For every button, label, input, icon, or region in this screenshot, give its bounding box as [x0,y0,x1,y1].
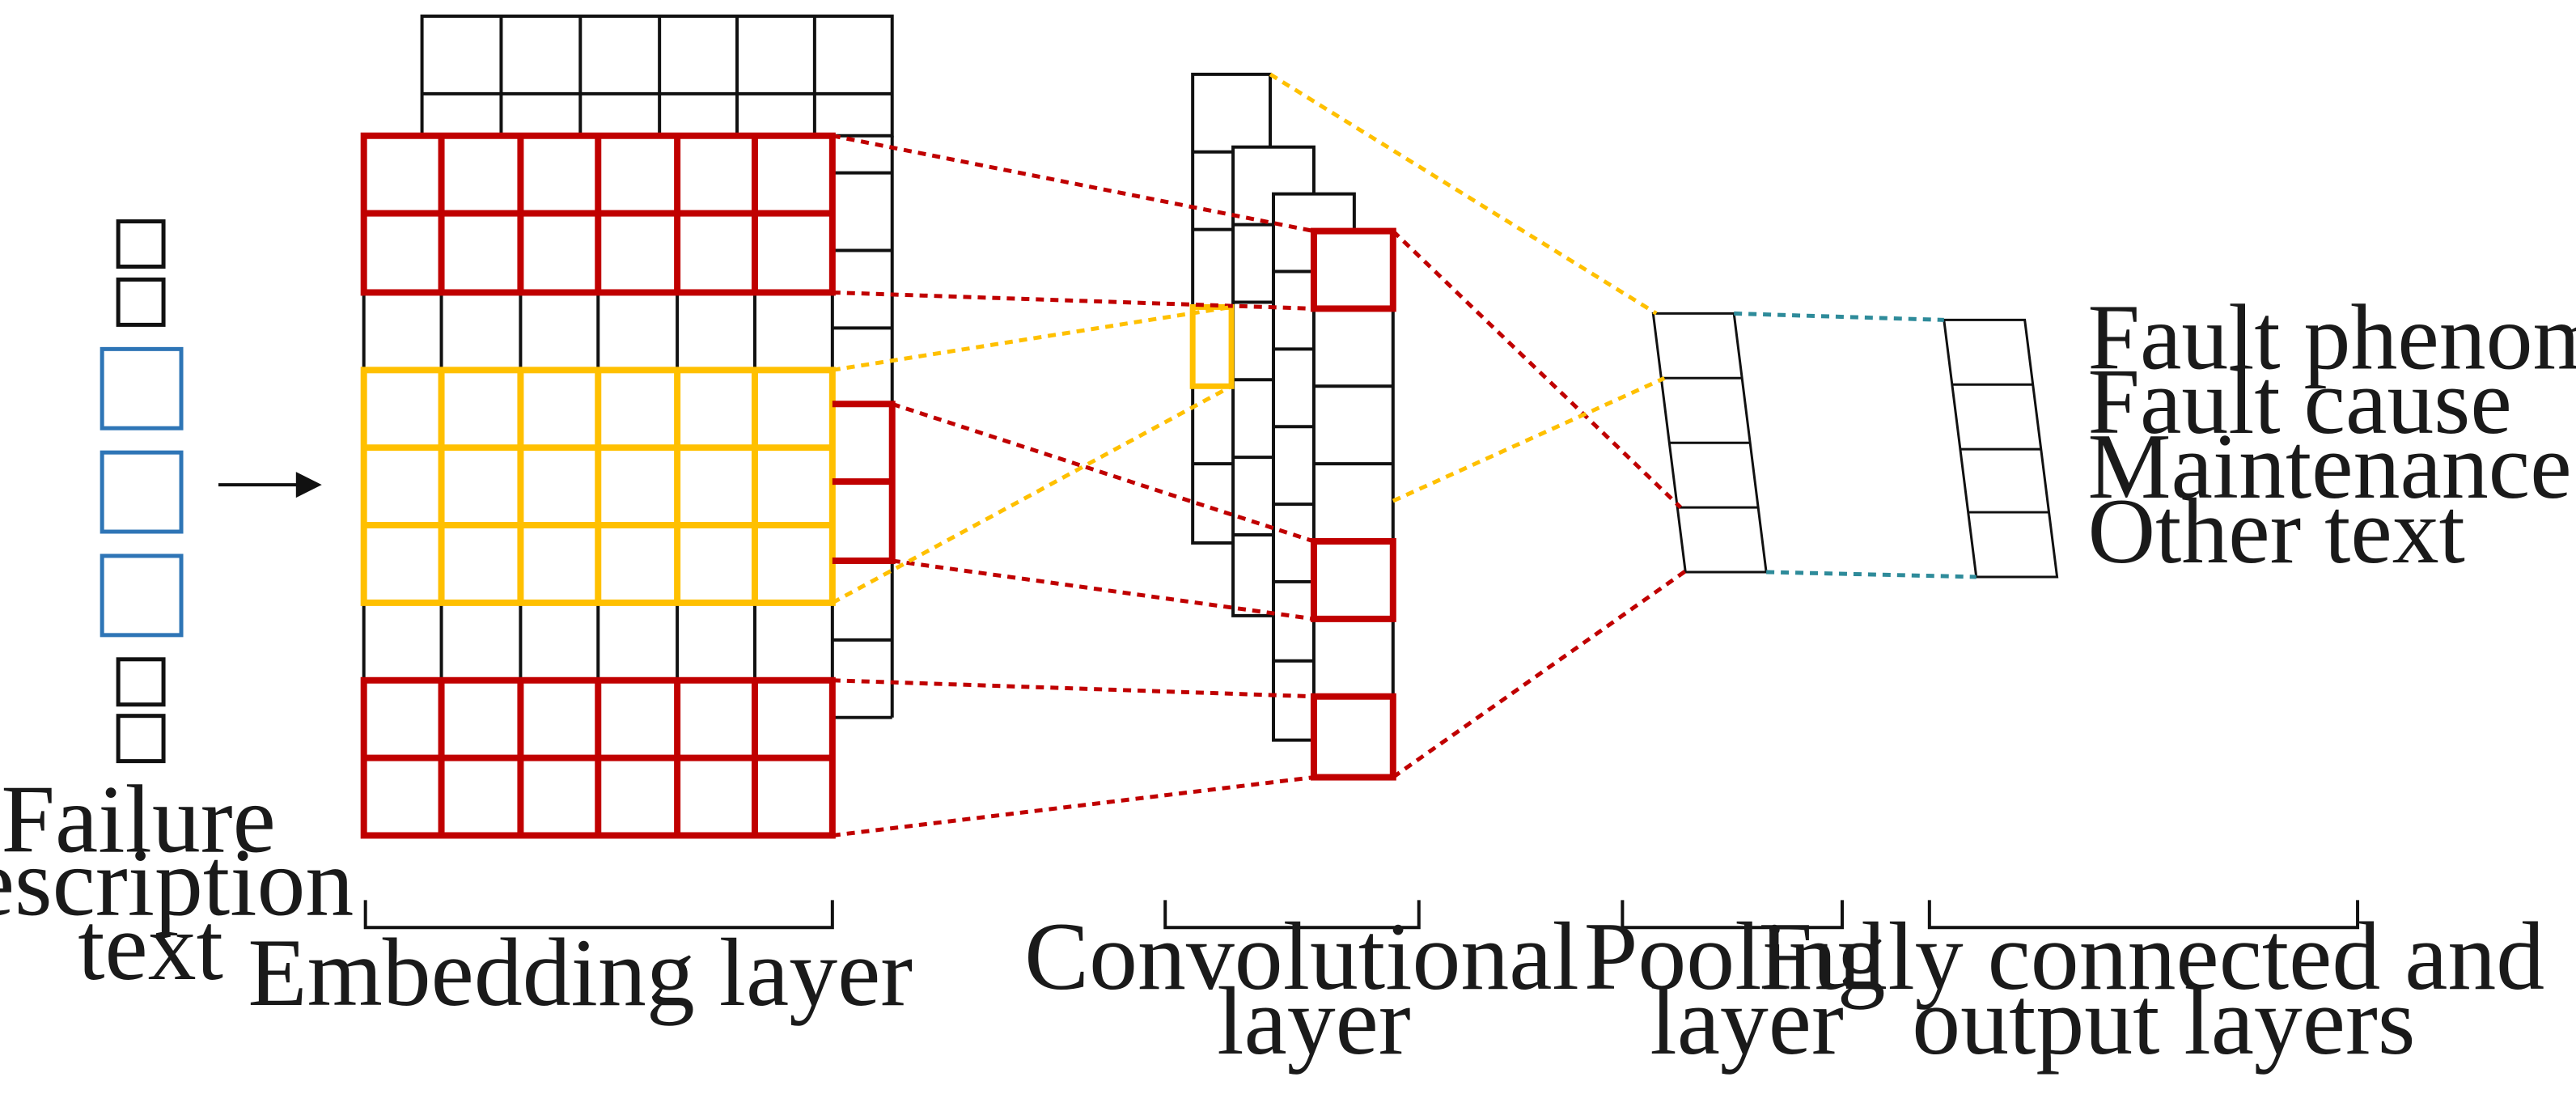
output-maintenance-method: Maintenance method [2088,415,2576,519]
output-other-text: Other text [2088,480,2465,583]
output-fault-cause: Fault cause [2088,350,2512,454]
conv-cell-red-bottom [1310,693,1396,781]
output-fault-phenomenon: Fault phenomenon [2088,286,2576,389]
conv-cell-red-middle [1310,538,1396,622]
convolutional-layer-label: Convolutional layer [1024,902,1604,1075]
layer-brackets [363,900,2360,930]
bracket-fully-connected [1927,900,2360,930]
pooling-layer [1651,312,1768,574]
embedding-window-yellow [360,367,836,606]
embedding-window-red-bottom [360,676,836,839]
connectors-teal [1734,311,1976,579]
input-token [116,219,166,269]
pooling-layer-label: Pooling layer [1584,902,1910,1075]
connectors-red [832,134,1690,837]
connectors-yellow [831,72,1666,605]
input-arrow [218,472,322,498]
embedding-layer [360,14,896,839]
bracket-pooling [1621,900,1844,930]
input-token-highlighted [100,553,184,638]
input-token [116,277,166,327]
bracket-embedding [363,900,834,930]
convolutional-layer [1189,72,1396,781]
fully-connected-layer [1943,318,2059,579]
embedding-window-red-top [360,132,836,296]
embedding-layer-label: Embedding layer [248,918,913,1026]
input-label: Failure description text [0,765,378,1000]
input-token-highlighted [100,346,184,430]
conv-cell-red-top [1310,227,1396,312]
bracket-convolution [1163,900,1421,930]
input-token-column [100,219,184,764]
fully-connected-layer-label: Fully connected and output layers [1759,902,2569,1075]
input-token [116,714,166,764]
input-token-highlighted [100,450,184,534]
input-token [116,657,166,707]
embedding-window-red-side [832,401,896,564]
output-labels: Fault phenomenon Fault cause Maintenance… [2088,286,2576,583]
